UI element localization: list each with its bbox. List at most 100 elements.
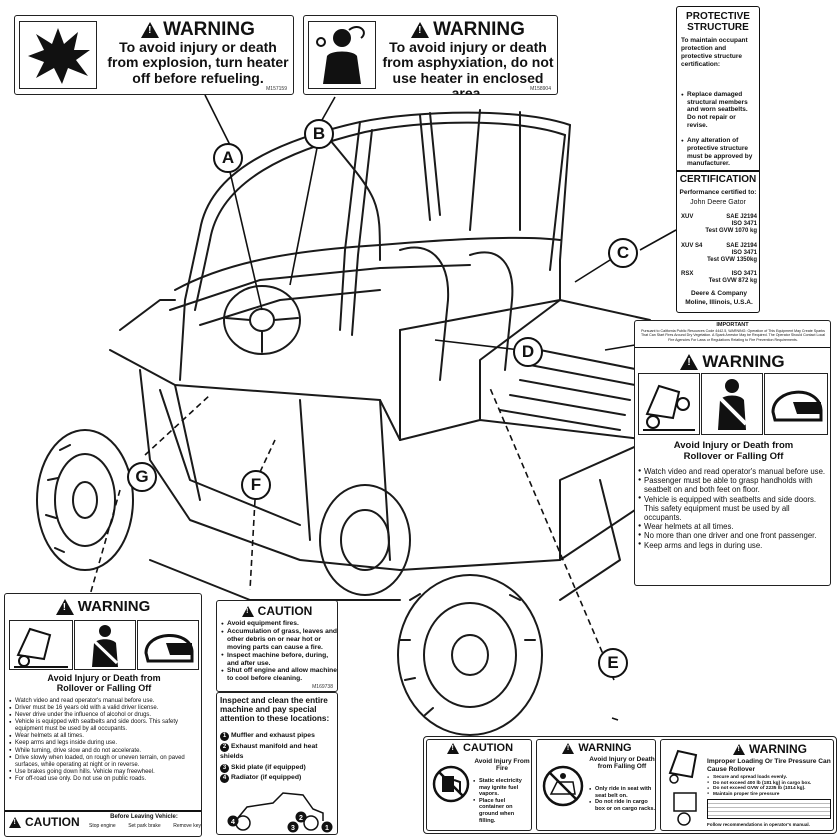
- helmet-pictogram: [764, 373, 828, 435]
- gvw: Test GVW 1350kg: [707, 257, 757, 264]
- bullet: Any alteration of protective structure m…: [681, 137, 757, 168]
- warning-panel-loading: WARNING Improper Loading Or Tire Pressur…: [660, 739, 834, 831]
- bullet: Do not exceed 400 lb (181 kg) in cargo b…: [707, 781, 833, 787]
- warning-title: Avoid Injury or Death from Falling Off: [589, 756, 655, 771]
- important-text: Pursuant to California Public Resources …: [640, 329, 826, 342]
- warning-triangle-icon: [55, 598, 74, 615]
- warning-bullets: Watch video and read operator's manual b…: [9, 698, 199, 783]
- no-riding-icon: [542, 765, 584, 807]
- caution-triangle-icon: [9, 816, 21, 828]
- caution-title: Before Leaving Vehicle:: [110, 814, 178, 820]
- bullet: While turning, drive slow and do not acc…: [9, 748, 199, 755]
- warning-subtitle: Avoid Injury or Death from Rollover or F…: [673, 440, 794, 462]
- location-text: Skid plate (if equipped): [231, 763, 306, 771]
- warning-bullets: Secure and spread loads evenly. Do not e…: [707, 775, 833, 798]
- bullet: Accumulation of grass, leaves and other …: [221, 628, 337, 652]
- city: Moline, Illinois, U.S.A.: [685, 299, 753, 306]
- caution-heading: CAUTION: [429, 742, 531, 754]
- warning-heading: WARNING: [105, 19, 291, 41]
- structure-bullets: Replace damaged structural members and w…: [681, 91, 757, 168]
- warning-triangle-icon: [562, 742, 575, 754]
- bullet: Wear helmets at all times.: [638, 522, 829, 531]
- fuel-pump-icon: [432, 765, 470, 803]
- warning-heading: WARNING: [5, 598, 201, 615]
- warning-heading: WARNING: [707, 742, 833, 756]
- warning-bullets: Watch video and read operator's manual b…: [638, 467, 829, 550]
- seatbelt-icon: [718, 379, 748, 430]
- bullet: Use brakes going down hills. Vehicle may…: [9, 769, 199, 776]
- heading-text: CAUTION: [462, 742, 514, 754]
- caution-item: Set park brake: [128, 823, 161, 829]
- bullet: No more than one driver and one front pa…: [638, 531, 829, 540]
- helmet-icon: [771, 390, 823, 422]
- location-text: Muffler and exhaust pipes: [231, 732, 315, 739]
- heading-text: CAUTION: [25, 815, 80, 829]
- seatbelt-pictogram: [74, 620, 136, 670]
- location-text: Exhaust manifold and heat shields: [220, 742, 318, 761]
- location-marker-2: 2: [299, 815, 303, 822]
- bullet: For off-road use only. Do not use on pub…: [9, 776, 199, 783]
- warning-triangle-icon: [141, 22, 160, 38]
- location-number: 3: [220, 763, 229, 773]
- warning-label-a: WARNING To avoid injury or death from ex…: [14, 15, 294, 95]
- bullet: Replace damaged structural members and w…: [681, 91, 757, 129]
- bullet: Passenger must be able to grasp handhold…: [638, 476, 829, 494]
- gvw: Test GVW 872 kg: [708, 278, 757, 285]
- heading-text: WARNING: [433, 19, 525, 40]
- divider: [5, 810, 201, 812]
- rollover-icon: [14, 627, 68, 668]
- caution-heading: CAUTION: [217, 604, 337, 618]
- cert-by: Performance certified to:: [679, 189, 757, 196]
- warning-triangle-icon: [411, 22, 430, 38]
- seatbelt-pictogram: [701, 373, 763, 435]
- warning-label-g: WARNING Avoid Injury or Death from Rollo…: [4, 593, 202, 837]
- caution-item: Stop engine: [89, 823, 116, 829]
- divider: [677, 170, 759, 172]
- warning-panel-falling: WARNING Avoid Injury or Death from Falli…: [536, 739, 656, 831]
- warning-triangle-icon: [680, 354, 699, 370]
- location-text: Radiator (if equipped): [231, 774, 302, 782]
- inspect-title: Inspect and clean the entire machine and…: [220, 696, 330, 724]
- callout-e: E: [598, 648, 628, 678]
- helmet-pictogram: [137, 620, 199, 670]
- location-number: 2: [220, 742, 229, 752]
- warning-label-d: IMPORTANT Pursuant to California Public …: [634, 320, 831, 586]
- cert-name: John Deere Gator: [690, 199, 746, 206]
- bullet: Secure and spread loads evenly.: [707, 775, 833, 781]
- location-number: 4: [220, 774, 229, 784]
- callout-c: C: [608, 238, 638, 268]
- rollover-load-icon: [668, 749, 698, 826]
- standard: SAE J2194: [726, 243, 757, 249]
- certification-heading: CERTIFICATION: [679, 174, 757, 185]
- seatbelt-icon: [92, 625, 119, 667]
- caution-item: Remove key: [173, 823, 201, 829]
- iso: ISO 3471: [731, 250, 757, 257]
- small-vehicle-icon: 4 3 2 1: [227, 792, 333, 833]
- bullet: Maintain proper tire pressure: [707, 792, 833, 798]
- warning-label-b: WARNING To avoid injury or death from as…: [303, 15, 558, 95]
- heading-text: WARNING: [578, 742, 632, 754]
- bullet: Driver must be 16 years old with a valid…: [9, 705, 199, 712]
- bullet: Watch video and read operator's manual b…: [9, 698, 199, 705]
- manual-footer: Follow recommendations in operator's man…: [707, 822, 810, 827]
- location-marker-4: 4: [231, 819, 235, 826]
- model: RSX: [681, 271, 694, 277]
- iso: ISO 3471: [731, 221, 757, 228]
- caution-heading: CAUTION: [9, 815, 85, 829]
- tire-pressure-table: [707, 799, 831, 819]
- model: XUV: [681, 214, 694, 220]
- explosion-pictogram: [19, 21, 97, 89]
- helmet-icon: [144, 634, 194, 663]
- rollover-pictogram: [9, 620, 73, 670]
- bullet: Keep arms and legs in during use.: [638, 541, 829, 550]
- callout-a: A: [213, 143, 243, 173]
- warning-subtitle: Avoid Injury or Death from Rollover or F…: [47, 673, 161, 693]
- caution-title: Avoid Injury From Fire: [474, 758, 530, 773]
- standard: SAE J2194: [726, 214, 757, 220]
- bullet: Inspect machine before, during, and afte…: [221, 652, 337, 668]
